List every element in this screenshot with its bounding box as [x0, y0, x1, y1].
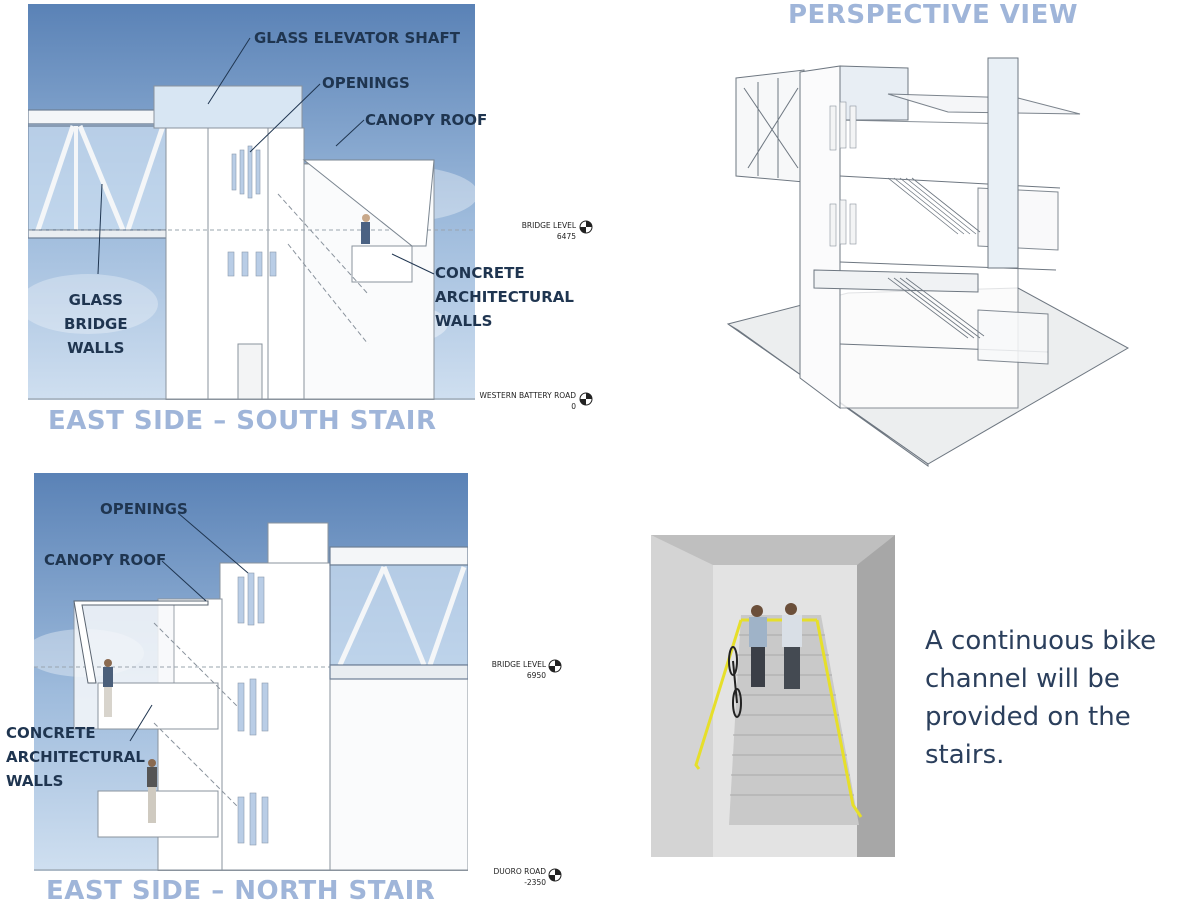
north-stair-drawing: [34, 473, 468, 871]
south-road-level-tag: WESTERN BATTERY ROAD 0: [440, 390, 577, 412]
south-stair-elevation: [28, 4, 475, 400]
south-stair-drawing: [28, 4, 475, 400]
perspective-title: PERSPECTIVE VIEW: [788, 0, 1079, 30]
south-callout-glass-bridge-walls: GLASS BRIDGE WALLS: [64, 288, 128, 360]
level-marker-icon: [579, 392, 593, 406]
south-glass-bridge-line-1: GLASS: [68, 291, 123, 309]
north-stair-title: EAST SIDE – NORTH STAIR: [46, 876, 436, 906]
openings: [829, 101, 857, 247]
south-stair-title: EAST SIDE – SOUTH STAIR: [48, 406, 437, 436]
north-bridge-level-value: 6950: [526, 671, 546, 680]
bike-channel-line-1: A continuous bike: [925, 626, 1157, 656]
bike-channel-line-2: channel will be: [925, 664, 1120, 694]
north-road-level-name: DUORO ROAD: [493, 867, 546, 876]
north-callout-canopy-roof: CANOPY ROOF: [44, 551, 167, 569]
north-bridge-level-name: BRIDGE LEVEL: [491, 660, 546, 669]
south-callout-concrete-walls: CONCRETE ARCHITECTURAL WALLS: [435, 261, 574, 333]
south-road-level-name: WESTERN BATTERY ROAD: [479, 391, 577, 400]
south-bridge-level-name: BRIDGE LEVEL: [521, 221, 576, 230]
south-concrete-line-2: ARCHITECTURAL: [435, 288, 574, 306]
level-marker-icon: [579, 220, 593, 234]
south-bridge-level-tag: BRIDGE LEVEL 6475: [470, 220, 576, 242]
north-road-level-tag: DUORO ROAD -2350: [440, 866, 546, 888]
south-callout-canopy-roof: CANOPY ROOF: [365, 111, 488, 129]
south-concrete-line-3: WALLS: [435, 312, 493, 330]
perspective-drawing: [726, 57, 1130, 467]
bike-channel-line-3: provided on the stairs.: [925, 702, 1131, 770]
canopy-roof: [73, 600, 209, 684]
south-glass-bridge-line-2: BRIDGE: [64, 315, 128, 333]
north-bridge-level-tag: BRIDGE LEVEL 6950: [440, 659, 546, 681]
openings: [237, 572, 269, 846]
south-concrete-line-1: CONCRETE: [435, 264, 525, 282]
north-road-level-value: -2350: [524, 878, 546, 887]
glass-bridge: [329, 546, 468, 680]
canopy-roof: [887, 93, 1081, 115]
person-figure: [361, 214, 370, 244]
level-marker-icon: [548, 868, 562, 882]
south-glass-bridge-line-3: WALLS: [67, 339, 125, 357]
glass-bridge: [28, 109, 169, 239]
people-on-stairs: [749, 603, 802, 689]
north-stair-elevation: [34, 473, 468, 871]
north-concrete-line-3: WALLS: [6, 772, 64, 790]
bicycle: [728, 646, 742, 718]
stair-render-image: [651, 535, 895, 857]
north-callout-concrete-walls: CONCRETE ARCHITECTURAL WALLS: [6, 721, 145, 793]
stair-flights: [887, 177, 985, 339]
north-concrete-line-1: CONCRETE: [6, 724, 96, 742]
level-marker-icon: [548, 659, 562, 673]
south-bridge-level-value: 6475: [556, 232, 576, 241]
south-callout-openings: OPENINGS: [322, 74, 410, 92]
south-road-level-value: 0: [571, 402, 576, 411]
bike-channel-description: A continuous bike channel will be provid…: [925, 622, 1200, 774]
north-concrete-line-2: ARCHITECTURAL: [6, 748, 145, 766]
north-callout-openings: OPENINGS: [100, 500, 188, 518]
canopy-roof: [302, 159, 435, 247]
person-figure: [103, 659, 113, 717]
openings: [227, 145, 277, 277]
person-figure: [147, 759, 157, 823]
south-callout-glass-elevator-shaft: GLASS ELEVATOR SHAFT: [254, 29, 460, 47]
